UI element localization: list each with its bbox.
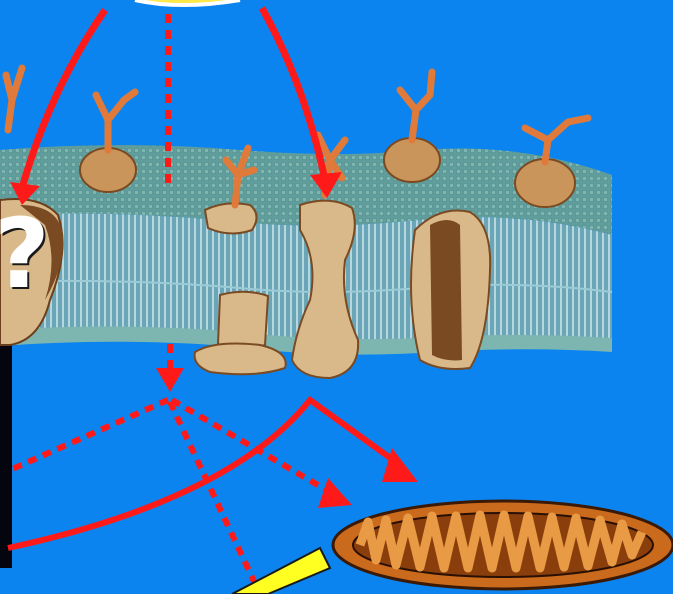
receptor-protein-3 [384,72,440,182]
receptor-stalk-left [6,68,22,130]
receptor-protein-1 [80,92,136,192]
signal-source-oval [135,0,240,5]
yellow-target-shape [232,548,330,594]
dotted-branch-down [170,402,258,590]
mitochondrion [333,501,673,589]
dotted-branch-left [10,400,168,470]
signal-arrow-bottom [8,400,400,548]
question-mark-label: ? [0,206,50,302]
dotted-branch-right [172,400,335,495]
channel-protein-right [411,210,490,369]
